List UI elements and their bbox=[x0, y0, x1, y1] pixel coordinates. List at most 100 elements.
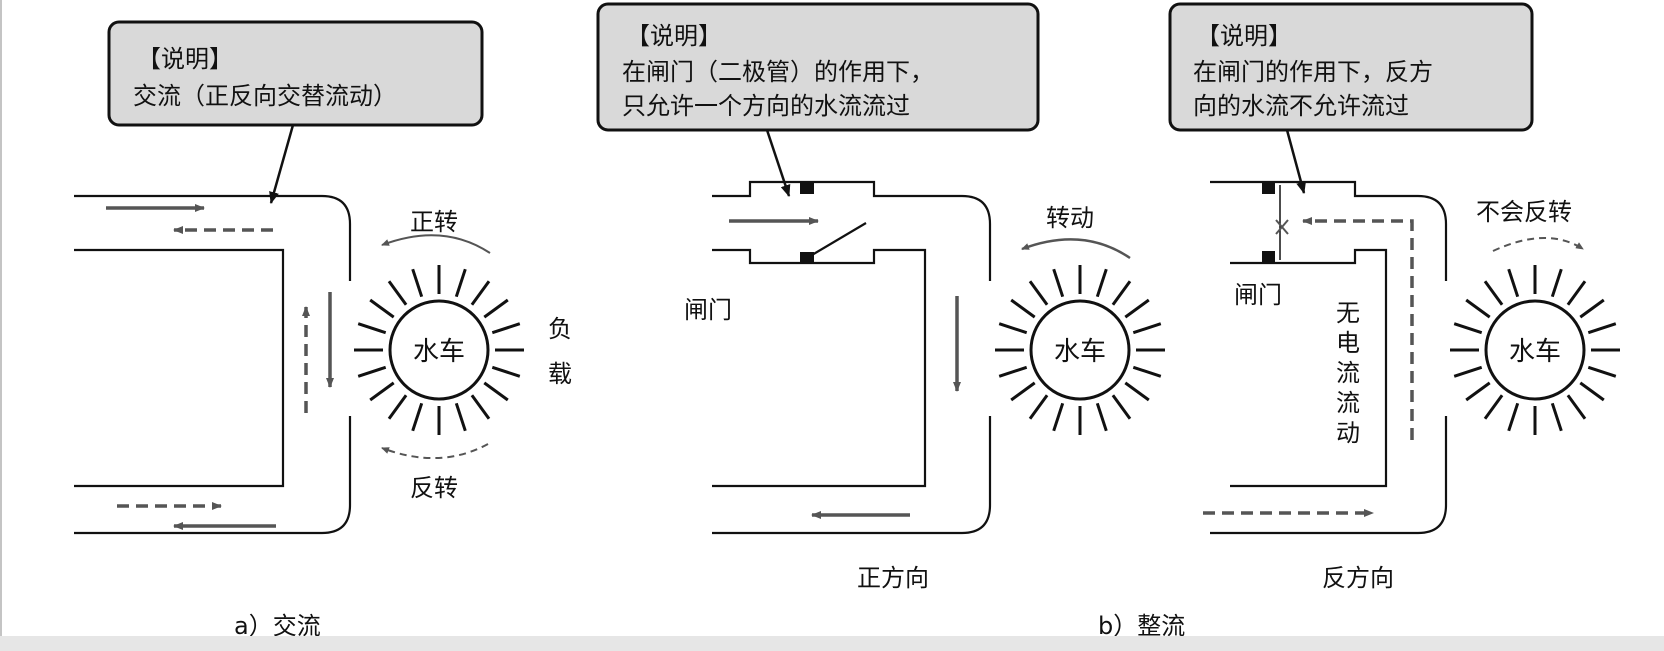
callout-a-title: 【说明】 bbox=[137, 45, 233, 73]
gate-label: 闸门 bbox=[684, 296, 732, 324]
reverse-rotation-label: 反转 bbox=[410, 474, 458, 502]
load-label: 载 bbox=[548, 360, 572, 388]
callout-b2-line1: 在闸门的作用下，反方 bbox=[1193, 58, 1433, 86]
wheel-hub bbox=[388, 299, 490, 401]
caption-b: b）整流 bbox=[1098, 612, 1185, 640]
wheel-spoke bbox=[1124, 381, 1150, 402]
wheel-spoke bbox=[1465, 298, 1491, 319]
wheel-spoke bbox=[1052, 268, 1065, 298]
wheel-spoke bbox=[357, 365, 387, 378]
wheel-spoke bbox=[1587, 365, 1617, 378]
wheel-hub bbox=[1484, 299, 1586, 401]
pipe-b1-outer-top bbox=[712, 180, 992, 281]
reverse-direction-label: 反方向 bbox=[1322, 564, 1394, 592]
pipe-b2-outer-top bbox=[1210, 180, 1448, 281]
panel-b-forward: 【说明】 在闸门（二极管）的作用下， 只允许一个方向的水流流过 转动 闸门 正方… bbox=[596, 2, 1131, 592]
wheel-label: 水车 bbox=[1054, 337, 1106, 367]
pipe-a-inner bbox=[74, 248, 285, 488]
wheel-spoke bbox=[369, 381, 395, 402]
blocked-cross-mark bbox=[1275, 219, 1289, 235]
wheel-spoke bbox=[1111, 280, 1132, 306]
rotation-label: 转动 bbox=[1046, 204, 1094, 232]
no-reverse-arc bbox=[1492, 237, 1584, 252]
wheel-spoke bbox=[483, 381, 509, 402]
callout-b2-pointer bbox=[1285, 129, 1306, 194]
wheel-spoke bbox=[387, 280, 408, 306]
wheel-spoke bbox=[1507, 268, 1520, 298]
wheel-spoke bbox=[1010, 298, 1036, 319]
gate-hinge bbox=[1262, 251, 1275, 263]
forward-direction-label: 正方向 bbox=[857, 564, 929, 592]
wheel-spoke bbox=[1566, 394, 1587, 420]
wheel-spoke bbox=[491, 322, 521, 335]
callout-b2-title: 【说明】 bbox=[1196, 22, 1292, 50]
wheel-label: 水车 bbox=[413, 337, 465, 367]
no-current-char: 流 bbox=[1336, 359, 1360, 387]
wheel-spoke bbox=[1453, 322, 1483, 335]
wheel-spoke bbox=[1587, 322, 1617, 335]
wheel-spoke bbox=[1124, 298, 1150, 319]
no-current-label: 无 电 流 流 动 bbox=[1336, 299, 1360, 447]
wheel-spoke bbox=[1028, 280, 1049, 306]
wheel-spoke bbox=[369, 298, 395, 319]
wheel-spoke bbox=[1052, 402, 1065, 432]
wheel-spoke bbox=[387, 394, 408, 420]
wheel-spoke bbox=[1550, 268, 1563, 298]
water-wheel: 水车 bbox=[1450, 265, 1620, 435]
wheel-spoke bbox=[1111, 394, 1132, 420]
callout-b1-line1: 在闸门（二极管）的作用下， bbox=[622, 58, 934, 86]
callout-b1: 【说明】 在闸门（二极管）的作用下， 只允许一个方向的水流流过 bbox=[596, 2, 1040, 132]
wheel-spoke bbox=[1483, 280, 1504, 306]
reverse-flow-path bbox=[1302, 217, 1414, 440]
bottom-strip bbox=[0, 636, 1664, 651]
wheel-spoke bbox=[1010, 381, 1036, 402]
callout-b1-line2: 只允许一个方向的水流流过 bbox=[622, 92, 910, 120]
no-reverse-label: 不会反转 bbox=[1476, 198, 1572, 226]
pipe-b2-outer-bottom bbox=[1210, 416, 1448, 535]
load-label: 负 bbox=[548, 315, 572, 343]
forward-rotation-arc bbox=[381, 234, 491, 254]
wheel-spoke bbox=[411, 402, 424, 432]
pipe-b2-inner bbox=[1230, 248, 1388, 488]
wheel-spoke bbox=[1132, 322, 1162, 335]
pipe-b1-inner bbox=[712, 248, 927, 488]
wheel-spoke bbox=[411, 268, 424, 298]
no-current-char: 流 bbox=[1336, 389, 1360, 417]
wheel-spoke bbox=[470, 394, 491, 420]
caption-a: a）交流 bbox=[234, 612, 321, 640]
wheel-spoke bbox=[1453, 365, 1483, 378]
wheel-spoke bbox=[1579, 298, 1605, 319]
no-current-char: 电 bbox=[1336, 329, 1360, 357]
water-wheel: 水车 bbox=[354, 265, 524, 435]
forward-rotation-label: 正转 bbox=[410, 208, 458, 236]
pipe-a-outer-bottom bbox=[74, 416, 352, 535]
callout-b1-title: 【说明】 bbox=[626, 22, 722, 50]
wheel-spoke bbox=[1095, 268, 1108, 298]
gate-hinge bbox=[800, 252, 814, 263]
wheel-spoke bbox=[1483, 394, 1504, 420]
wheel-spoke bbox=[470, 280, 491, 306]
wheel-spoke bbox=[454, 402, 467, 432]
wheel-spoke bbox=[998, 322, 1028, 335]
wheel-spoke bbox=[1465, 381, 1491, 402]
rotation-arc bbox=[1021, 238, 1131, 260]
wheel-spoke bbox=[1507, 402, 1520, 432]
wheel-hub bbox=[1029, 299, 1131, 401]
wheel-spoke bbox=[1095, 402, 1108, 432]
wheel-spoke bbox=[491, 365, 521, 378]
gate-hinge bbox=[1262, 182, 1275, 194]
wheel-spoke bbox=[1132, 365, 1162, 378]
reverse-rotation-arc bbox=[381, 443, 489, 460]
callout-b2-line2: 向的水流不允许流过 bbox=[1193, 92, 1409, 120]
panel-a: 【说明】 交流（正反向交替流动） 正转 反转 负 载 a）交流 bbox=[74, 20, 572, 640]
wheel-spoke bbox=[998, 365, 1028, 378]
gate-flap-open bbox=[811, 222, 867, 256]
callout-a-pointer bbox=[269, 124, 295, 204]
water-wheel: 水车 bbox=[995, 265, 1165, 435]
no-current-char: 动 bbox=[1336, 419, 1360, 447]
no-current-char: 无 bbox=[1336, 299, 1360, 327]
wheel-spoke bbox=[483, 298, 509, 319]
wheel-spoke bbox=[357, 322, 387, 335]
wheel-label: 水车 bbox=[1509, 337, 1561, 367]
wheel-spoke bbox=[1550, 402, 1563, 432]
